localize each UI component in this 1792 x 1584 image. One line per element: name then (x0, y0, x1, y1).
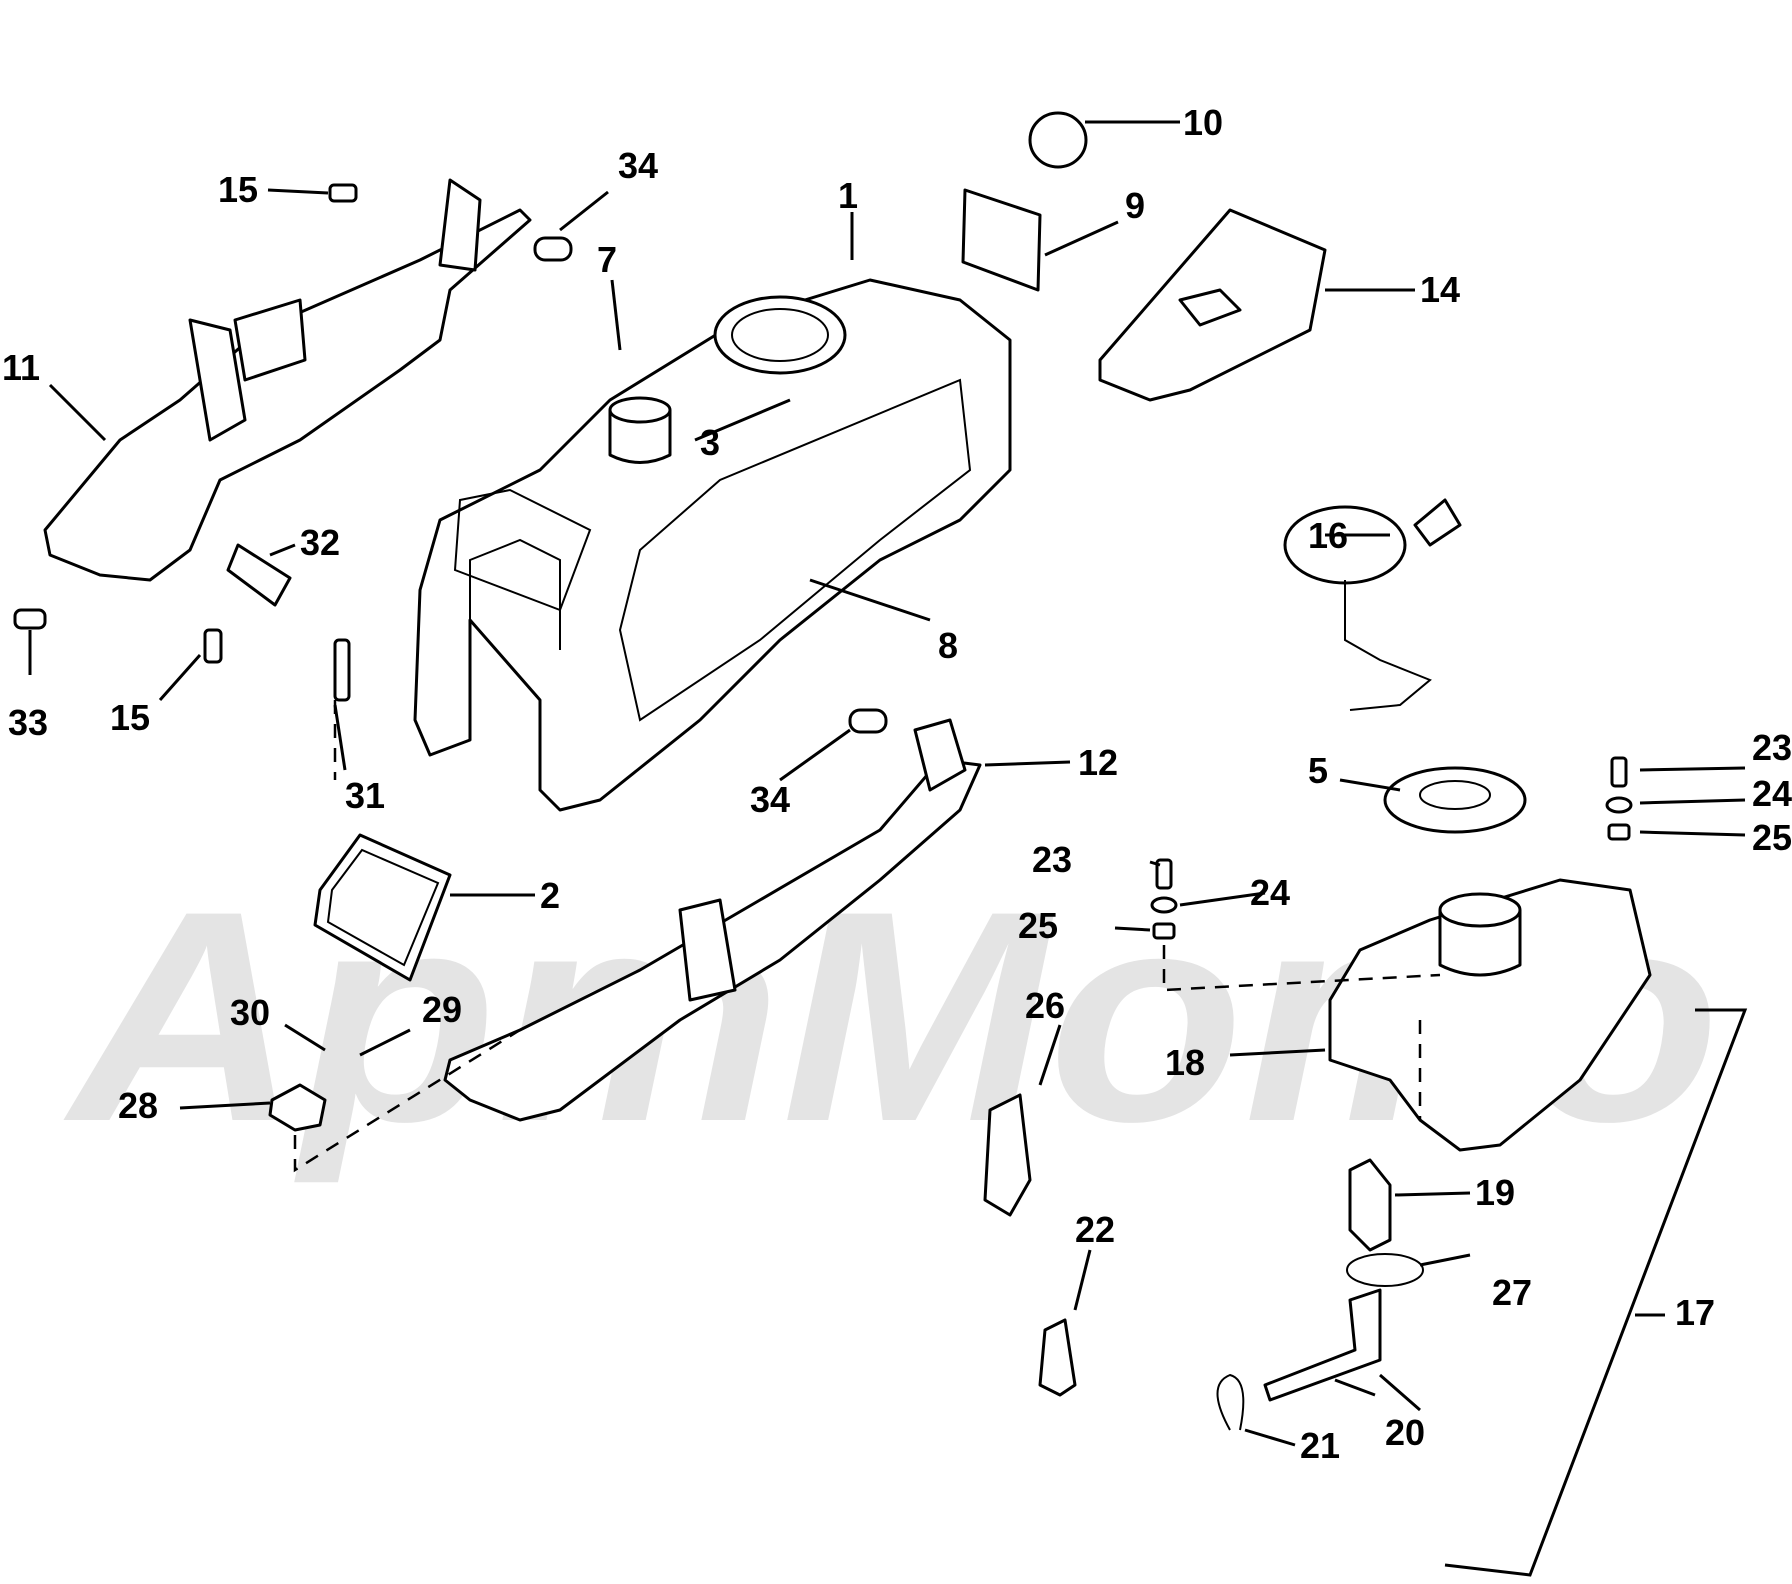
callout-24: 24 (1752, 773, 1792, 814)
callout-27: 27 (1492, 1272, 1532, 1313)
callout-24: 24 (1250, 872, 1290, 913)
callout-23: 23 (1032, 839, 1072, 880)
callout-20: 20 (1385, 1412, 1425, 1453)
callout-12: 12 (1078, 742, 1118, 783)
cap-disc (1028, 111, 1088, 169)
callout-7: 7 (597, 239, 617, 280)
fuel-hose (1263, 1288, 1382, 1402)
callout-15: 15 (218, 169, 258, 210)
callout-10: 10 (1183, 102, 1223, 143)
fasteners (13, 183, 1633, 940)
dashed-leader (293, 1028, 521, 1173)
leader-lines (28, 120, 1748, 1577)
protective-pad (983, 1093, 1032, 1217)
small-pad (1038, 1318, 1077, 1397)
mounting-plate (1098, 208, 1327, 402)
gasket (313, 833, 452, 982)
fuel-valve (1348, 1158, 1392, 1252)
spring-clip (1216, 1373, 1245, 1431)
rubber-ring (1383, 766, 1527, 834)
callout-9: 9 (1125, 185, 1145, 226)
callout-26: 26 (1025, 985, 1065, 1026)
callout-5: 5 (1308, 750, 1328, 791)
front-bracket (443, 718, 982, 1122)
callout-17: 17 (1675, 1292, 1715, 1333)
callout-21: 21 (1300, 1425, 1340, 1466)
callout-14: 14 (1420, 269, 1460, 310)
callout-3: 3 (700, 422, 720, 463)
callout-25: 25 (1018, 905, 1058, 946)
callout-19: 19 (1475, 1172, 1515, 1213)
callout-16: 16 (1308, 515, 1348, 556)
callout-28: 28 (118, 1085, 158, 1126)
callout-8: 8 (938, 625, 958, 666)
dashed-leader (1162, 945, 1441, 992)
connector (268, 1083, 327, 1132)
callout-23: 23 (1752, 727, 1792, 768)
callout-29: 29 (422, 989, 462, 1030)
callout-1: 1 (838, 175, 858, 216)
callout-34: 34 (750, 779, 790, 820)
sticker (961, 188, 1042, 292)
callout-22: 22 (1075, 1209, 1115, 1250)
callout-34: 34 (618, 145, 658, 186)
tank-cover (413, 278, 1012, 812)
callout-32: 32 (300, 522, 340, 563)
rear-bracket (43, 178, 532, 582)
callout-15: 15 (110, 697, 150, 738)
callout-18: 18 (1165, 1042, 1205, 1083)
filler-cap (1283, 498, 1462, 711)
callout-11: 11 (2, 347, 40, 388)
fuel-tank (1328, 878, 1652, 1152)
callout-25: 25 (1752, 817, 1792, 858)
callout-30: 30 (230, 992, 270, 1033)
callout-2: 2 (540, 875, 560, 916)
callout-33: 33 (8, 702, 48, 743)
hose-clip (1346, 1253, 1424, 1287)
callout-31: 31 (345, 775, 385, 816)
